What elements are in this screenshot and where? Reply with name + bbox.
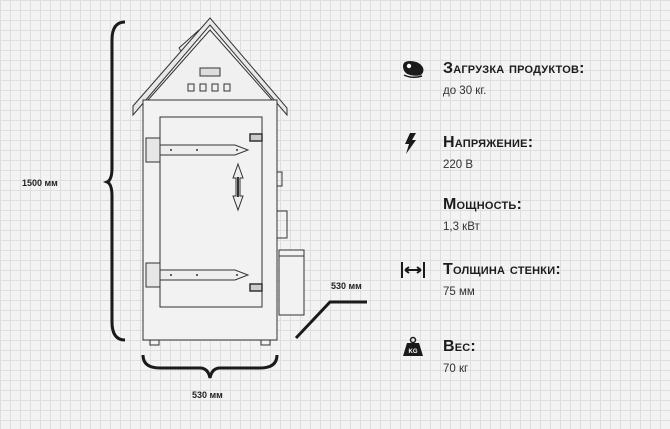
control-display	[199, 67, 221, 77]
width-label: 530 мм	[192, 390, 223, 400]
roof	[132, 17, 288, 117]
depth-label: 530 мм	[331, 281, 362, 291]
door	[159, 116, 263, 308]
height-bracket	[102, 20, 126, 342]
weight-kg-icon: KG	[403, 336, 423, 356]
depth-line	[294, 300, 367, 340]
svg-text:KG: KG	[409, 349, 418, 355]
meat-icon	[403, 61, 424, 79]
height-label: 1500 мм	[22, 178, 58, 188]
width-arrows-icon	[401, 262, 425, 278]
smoke-generator	[278, 249, 305, 316]
lightning-icon	[405, 133, 416, 154]
width-bracket	[141, 354, 279, 379]
